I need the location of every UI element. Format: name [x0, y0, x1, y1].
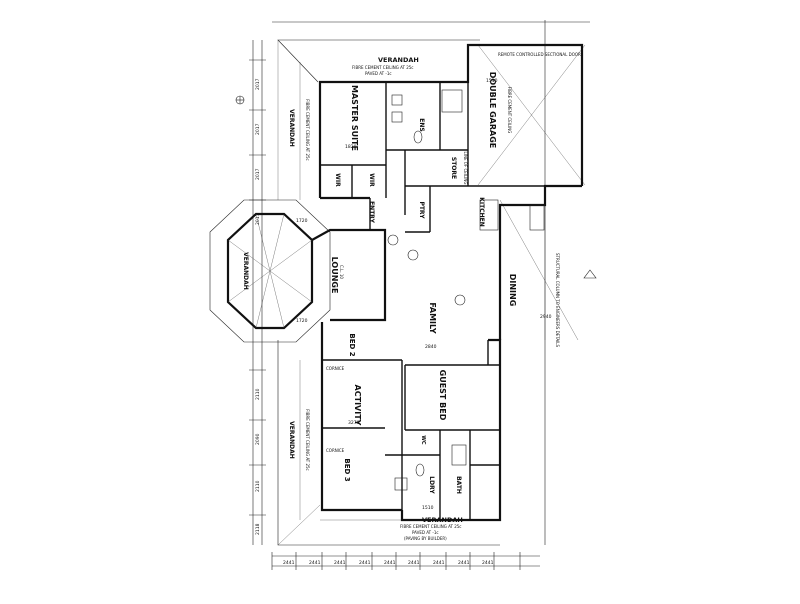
dim-left-6: 2090 [255, 433, 261, 445]
room-wir-b: WIR [368, 173, 375, 187]
room-laundry: LDRY [428, 476, 435, 494]
room-bed-2: BED 2 [348, 333, 356, 356]
room-bath: BATH [455, 476, 462, 494]
room-labels: MASTER SUITE DOUBLE GARAGE ENS WIR WIR S… [242, 56, 517, 524]
dim-left-8: 2118 [255, 523, 261, 535]
dim-bottom-5: 2441 [384, 560, 396, 566]
room-dining: DINING [508, 274, 517, 307]
dim-inner-6: 2940 [540, 314, 552, 320]
room-pantry: PTRY [418, 201, 425, 219]
dim-inner-7: 1510 [486, 78, 498, 84]
dim-left-3: 2017 [255, 168, 261, 180]
verandah-top-label: VERANDAH [378, 56, 419, 64]
room-double-garage: DOUBLE GARAGE [488, 72, 497, 149]
note-verandah-left-ceiling: FIBRE CEMENT CEILING AT 25c [305, 99, 310, 161]
room-ensuite: ENS [418, 118, 425, 131]
note-fibre-cement: FIBRE CEMENT CEILING AT 25c [352, 65, 414, 70]
note-paved-bottom: PAVED AT -1c [412, 530, 439, 535]
note-cornice: CORNICE [326, 448, 345, 453]
room-wir-a: WIR [334, 173, 341, 187]
dim-bottom-1: 2441 [283, 560, 295, 566]
dim-left-5: 2110 [255, 388, 261, 400]
room-master-suite: MASTER SUITE [350, 85, 359, 151]
internal-walls [320, 82, 545, 520]
dim-inner-5: 1720 [296, 318, 308, 324]
dim-bottom-8: 2441 [458, 560, 470, 566]
note-paving-builder-bottom: (PAVING BY BUILDER) [404, 536, 447, 541]
room-activity: ACTIVITY [353, 385, 362, 426]
basin [391, 94, 403, 106]
dim-bottom-9: 2441 [482, 560, 494, 566]
fixtures [387, 89, 545, 491]
external-walls [311, 43, 584, 522]
dim-left-2: 2017 [255, 123, 261, 135]
bath-tub [441, 89, 463, 113]
bath-tub [451, 444, 467, 466]
dim-inner-8: 1510 [422, 505, 434, 511]
toilet [413, 130, 423, 144]
room-lounge: LOUNGE [330, 257, 339, 294]
dim-bottom-2: 2441 [309, 560, 321, 566]
note-structural-column: STRUCTURAL COLUMN TO ENGINEERS DETAILS [555, 253, 560, 348]
dim-inner-4: 1720 [296, 218, 308, 224]
basin [391, 111, 403, 123]
door-swing [454, 294, 466, 306]
north-arrow-icon [583, 269, 597, 279]
dim-left-4: 2017 [255, 213, 261, 225]
door-swing [387, 234, 399, 246]
toilet [415, 463, 425, 477]
note-garage-ceiling: FIBRE CEMENT CEILING [507, 87, 512, 134]
room-wc: WC [420, 435, 426, 445]
dim-bottom-7: 2441 [433, 560, 445, 566]
dim-inner-2: 2840 [425, 344, 437, 350]
dim-left-1: 2017 [255, 78, 261, 90]
room-family: FAMILY [428, 302, 437, 334]
door-swing [407, 249, 419, 261]
verandah-octagon-label: VERANDAH [242, 252, 249, 290]
note-paved: PAVED AT -1c [365, 71, 392, 76]
verandah-left-lower-label: VERANDAH [288, 421, 295, 459]
kitchen-bench [479, 199, 499, 231]
dimension-lines: 2441 2441 2441 2441 2441 2441 2441 2441 … [235, 20, 597, 570]
room-store: STORE [450, 157, 457, 179]
room-kitchen: KITCHEN [478, 197, 485, 227]
note-verandah-left-lower-ceiling: FIBRE CEMENT CEILING AT 25c [305, 409, 310, 471]
octagon-verandah [209, 199, 331, 343]
note-remote-door: REMOTE CONTROLLED SECTIONAL DOOR [498, 52, 581, 57]
dim-bottom-4: 2441 [359, 560, 371, 566]
stove [529, 204, 545, 231]
room-entry: ENTRY [368, 201, 375, 224]
verandah-outlines [277, 39, 586, 546]
annotations: FIBRE CEMENT CEILING AT 25c PAVED AT -1c… [296, 52, 581, 541]
note-line-of-ceiling: LINE OF CEILING [463, 152, 468, 185]
room-bed-3: BED 3 [343, 458, 351, 481]
dim-inner-1: 1820 [345, 144, 357, 150]
dim-inner-3: 3270 [348, 420, 360, 426]
dim-bottom-3: 2441 [334, 560, 346, 566]
note-fibre-cement-bottom: FIBRE CEMENT CEILING AT 25c [400, 524, 462, 529]
dim-left-7: 2110 [255, 480, 261, 492]
verandah-left-label: VERANDAH [288, 109, 295, 147]
dim-bottom-6: 2441 [408, 560, 420, 566]
note-cl: C.L. 10 [339, 265, 344, 279]
room-guest-bed: GUEST BED [438, 370, 447, 421]
laundry-tub [394, 477, 408, 491]
verandah-bottom-label: VERANDAH [422, 516, 463, 524]
note-cornice: CORNICE [326, 366, 345, 371]
